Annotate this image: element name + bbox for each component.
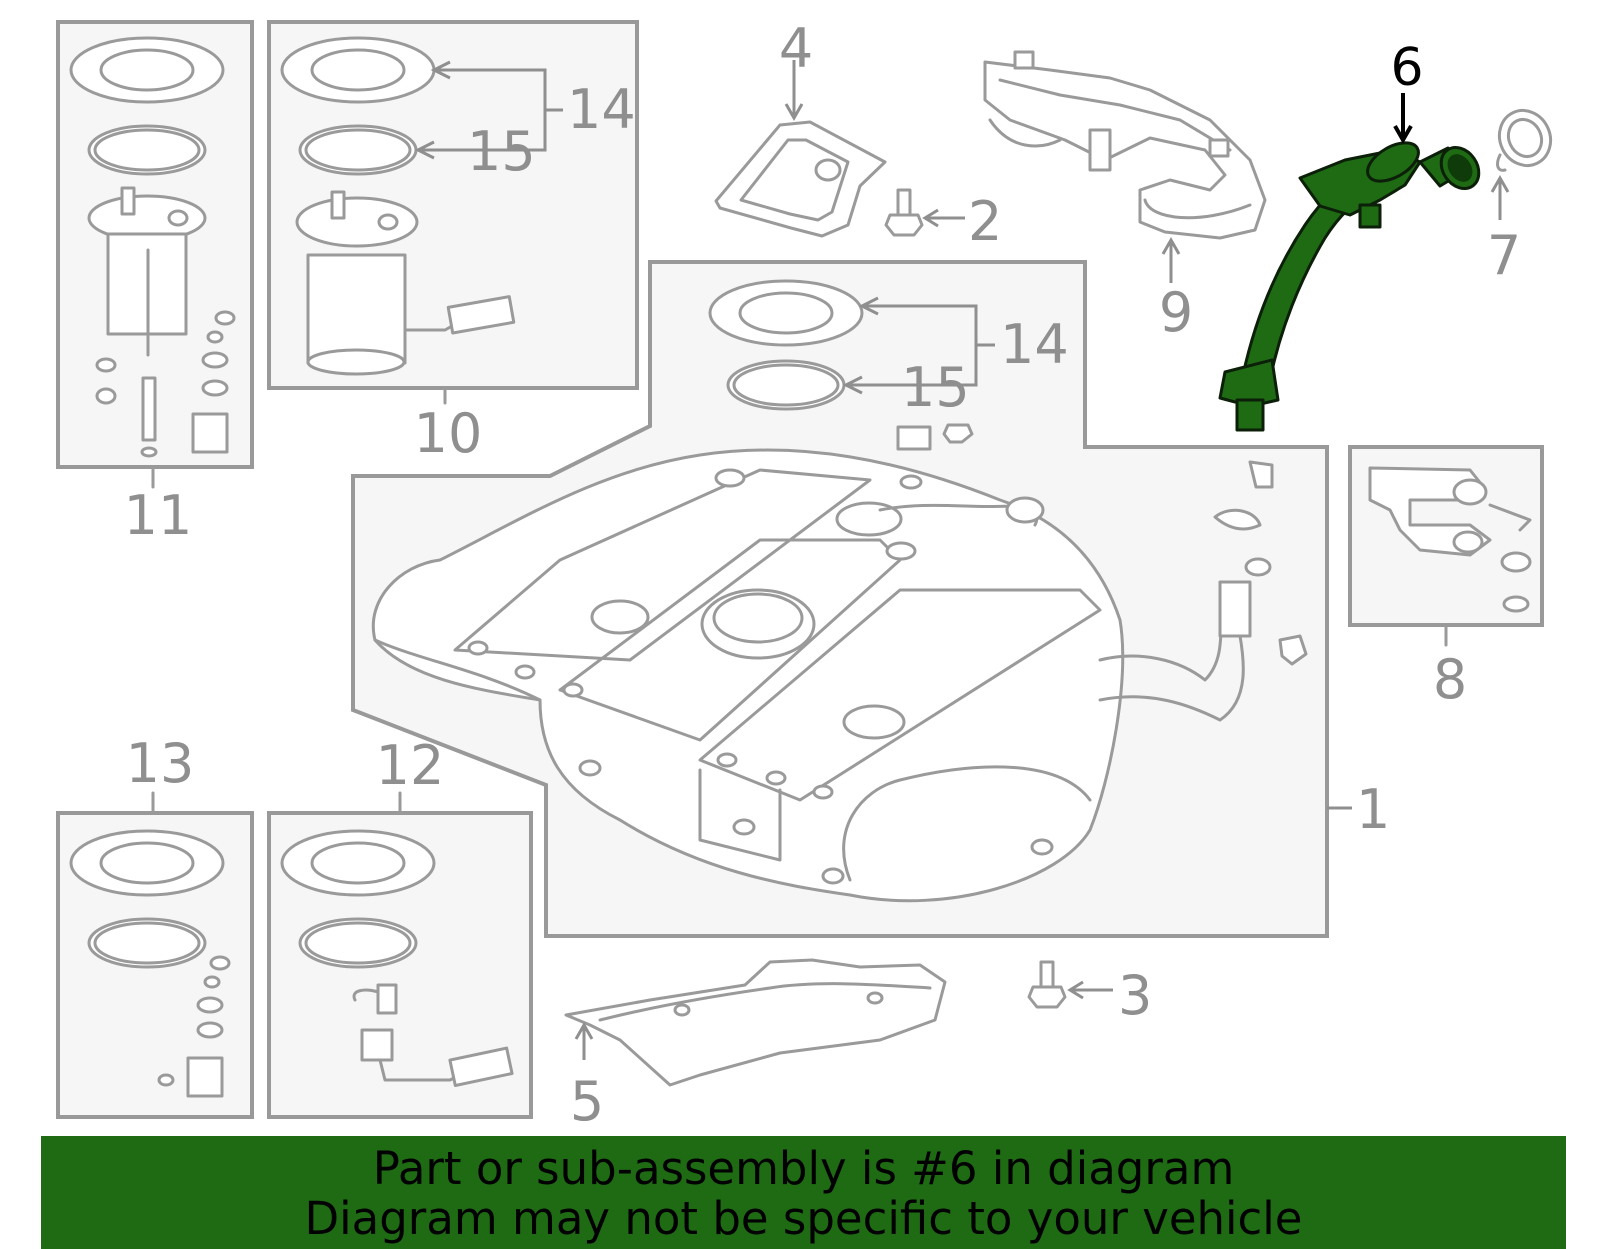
part-3-bolt[interactable] [1027,960,1067,1009]
callout-14-panel10: 14 [567,78,636,141]
part-9-vent-pipe[interactable] [983,50,1267,240]
part-10-fuel-pump-assembly[interactable] [267,20,639,405]
callout-15-panel10: 15 [467,120,536,183]
banner-line-2: Diagram may not be specific to your vehi… [304,1192,1303,1245]
part-7-fuel-cap[interactable] [1491,102,1560,174]
part-8-valve-assembly[interactable] [1348,445,1544,647]
callout-5: 5 [570,1070,604,1133]
callout-1: 1 [1356,778,1390,841]
banner-line-1: Part or sub-assembly is #6 in diagram [372,1142,1235,1195]
callout-14-panel1: 14 [1000,313,1069,376]
part-13-sender-kit[interactable] [56,791,254,1119]
part-11-fuel-pump-kit[interactable] [56,20,254,489]
callout-13: 13 [126,732,195,795]
part-1-fuel-tank[interactable] [371,279,1308,903]
callout-10: 10 [414,402,483,465]
part-2-bolt[interactable] [884,188,924,237]
callout-6: 6 [1390,38,1423,98]
callout-7: 7 [1487,224,1521,287]
part-6-fuel-filler-pipe[interactable] [1218,135,1487,432]
part-12-sending-unit[interactable] [267,791,533,1119]
callout-9: 9 [1159,281,1193,344]
callout-11: 11 [124,484,193,547]
part-4-heat-shield[interactable] [714,120,887,238]
callout-3: 3 [1118,964,1152,1027]
part-5-heat-shield[interactable] [564,958,947,1087]
callout-15-panel1: 15 [901,356,970,419]
callout-8: 8 [1433,648,1467,711]
callout-4: 4 [779,17,813,80]
callout-12: 12 [376,734,445,797]
callout-2: 2 [968,190,1002,253]
part-info-banner: Part or sub-assembly is #6 in diagram Di… [41,1136,1566,1249]
